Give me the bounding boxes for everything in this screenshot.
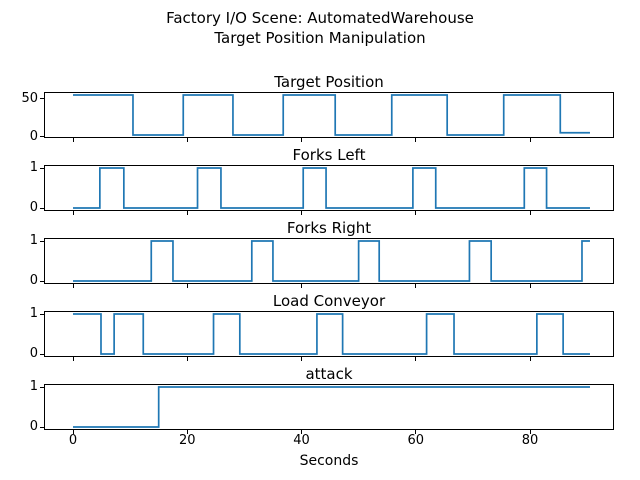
plot-area [40,238,614,288]
x-tick-mark [186,357,188,361]
signal-path [73,94,590,136]
y-tick-label: 0 [29,273,38,288]
y-tick-label: 0 [29,419,38,434]
x-tick-mark [301,357,302,361]
y-tick-label: 1 [29,306,38,321]
figure-title-line-1: Factory I/O Scene: AutomatedWarehouse [166,9,474,27]
y-tick-label: 0 [29,128,38,144]
y-tick-mark [40,98,44,100]
x-tick-mark [186,284,188,288]
plot-area [40,165,614,215]
x-tick-mark [415,357,417,361]
signal-path [73,313,590,355]
x-tick-mark [529,138,531,142]
signal-plot [73,167,590,209]
x-tick-mark [186,211,188,215]
x-tick-label: 60 [407,433,425,448]
x-tick-mark [529,211,531,215]
x-tick-mark [415,211,417,215]
subplot-forks-left: Forks Left 0 1 [0,146,640,215]
subplot-title: attack [305,365,353,383]
x-tick-label: 40 [293,433,310,448]
x-axis-label: Seconds [299,453,359,469]
x-tick-mark [301,284,302,288]
y-tick-mark [40,167,44,169]
y-tick-mark [40,313,44,315]
plot-area [40,311,614,361]
subplot-title: Forks Right [286,219,372,237]
signal-plot [73,94,590,136]
x-tick-mark [186,430,188,434]
x-tick-mark [72,138,74,142]
x-tick-label: 0 [68,433,78,448]
y-tick-label: 0 [29,200,38,215]
x-tick-label: 80 [521,433,539,448]
signal-path [73,167,590,209]
y-tick-label: 1 [29,233,38,248]
x-tick-mark [72,211,74,215]
subplot-forks-right: Forks Right 0 1 [0,219,640,288]
x-tick-mark [415,284,417,288]
x-tick-mark [301,430,302,434]
x-tick-mark [415,138,417,142]
x-tick-mark [301,138,302,142]
x-tick-labels: 0 20 40 60 80 [44,433,614,449]
x-tick-mark [415,430,417,434]
signal-plot [73,386,590,428]
y-tick-mark [40,240,44,242]
y-tick-mark [40,386,44,388]
subplot-title: Load Conveyor [272,292,386,310]
signal-plot [73,240,590,282]
y-tick-mark [40,426,44,428]
signal-path [73,386,590,428]
x-tick-mark [72,357,74,361]
signal-plot [73,313,590,355]
x-tick-mark [529,430,531,434]
y-tick-mark [40,136,44,137]
y-tick-label: 1 [29,379,38,394]
subplot-title: Target Position [274,73,384,91]
y-tick-mark [40,353,44,355]
x-tick-label: 20 [179,433,196,448]
y-tick-label: 50 [21,90,38,106]
y-tick-label: 0 [29,346,38,361]
x-tick-mark [186,138,188,142]
subplot-target-position: Target Position 0 50 [0,73,640,144]
plot-area [40,384,614,434]
figure-title-line-2: Target Position Manipulation [214,29,426,47]
x-tick-mark [72,284,74,288]
plot-area [40,92,614,142]
y-tick-mark [40,207,44,209]
x-tick-mark [529,284,531,288]
x-tick-mark [301,211,302,215]
subplot-load-conveyor: Load Conveyor 0 1 [0,292,640,361]
y-tick-mark [40,280,44,282]
x-tick-mark [529,357,531,361]
signal-path [73,240,590,282]
x-tick-mark [72,430,74,434]
y-tick-label: 1 [29,160,38,175]
subplot-title: Forks Left [292,146,366,164]
subplot-attack: attack 0 1 [0,365,640,434]
